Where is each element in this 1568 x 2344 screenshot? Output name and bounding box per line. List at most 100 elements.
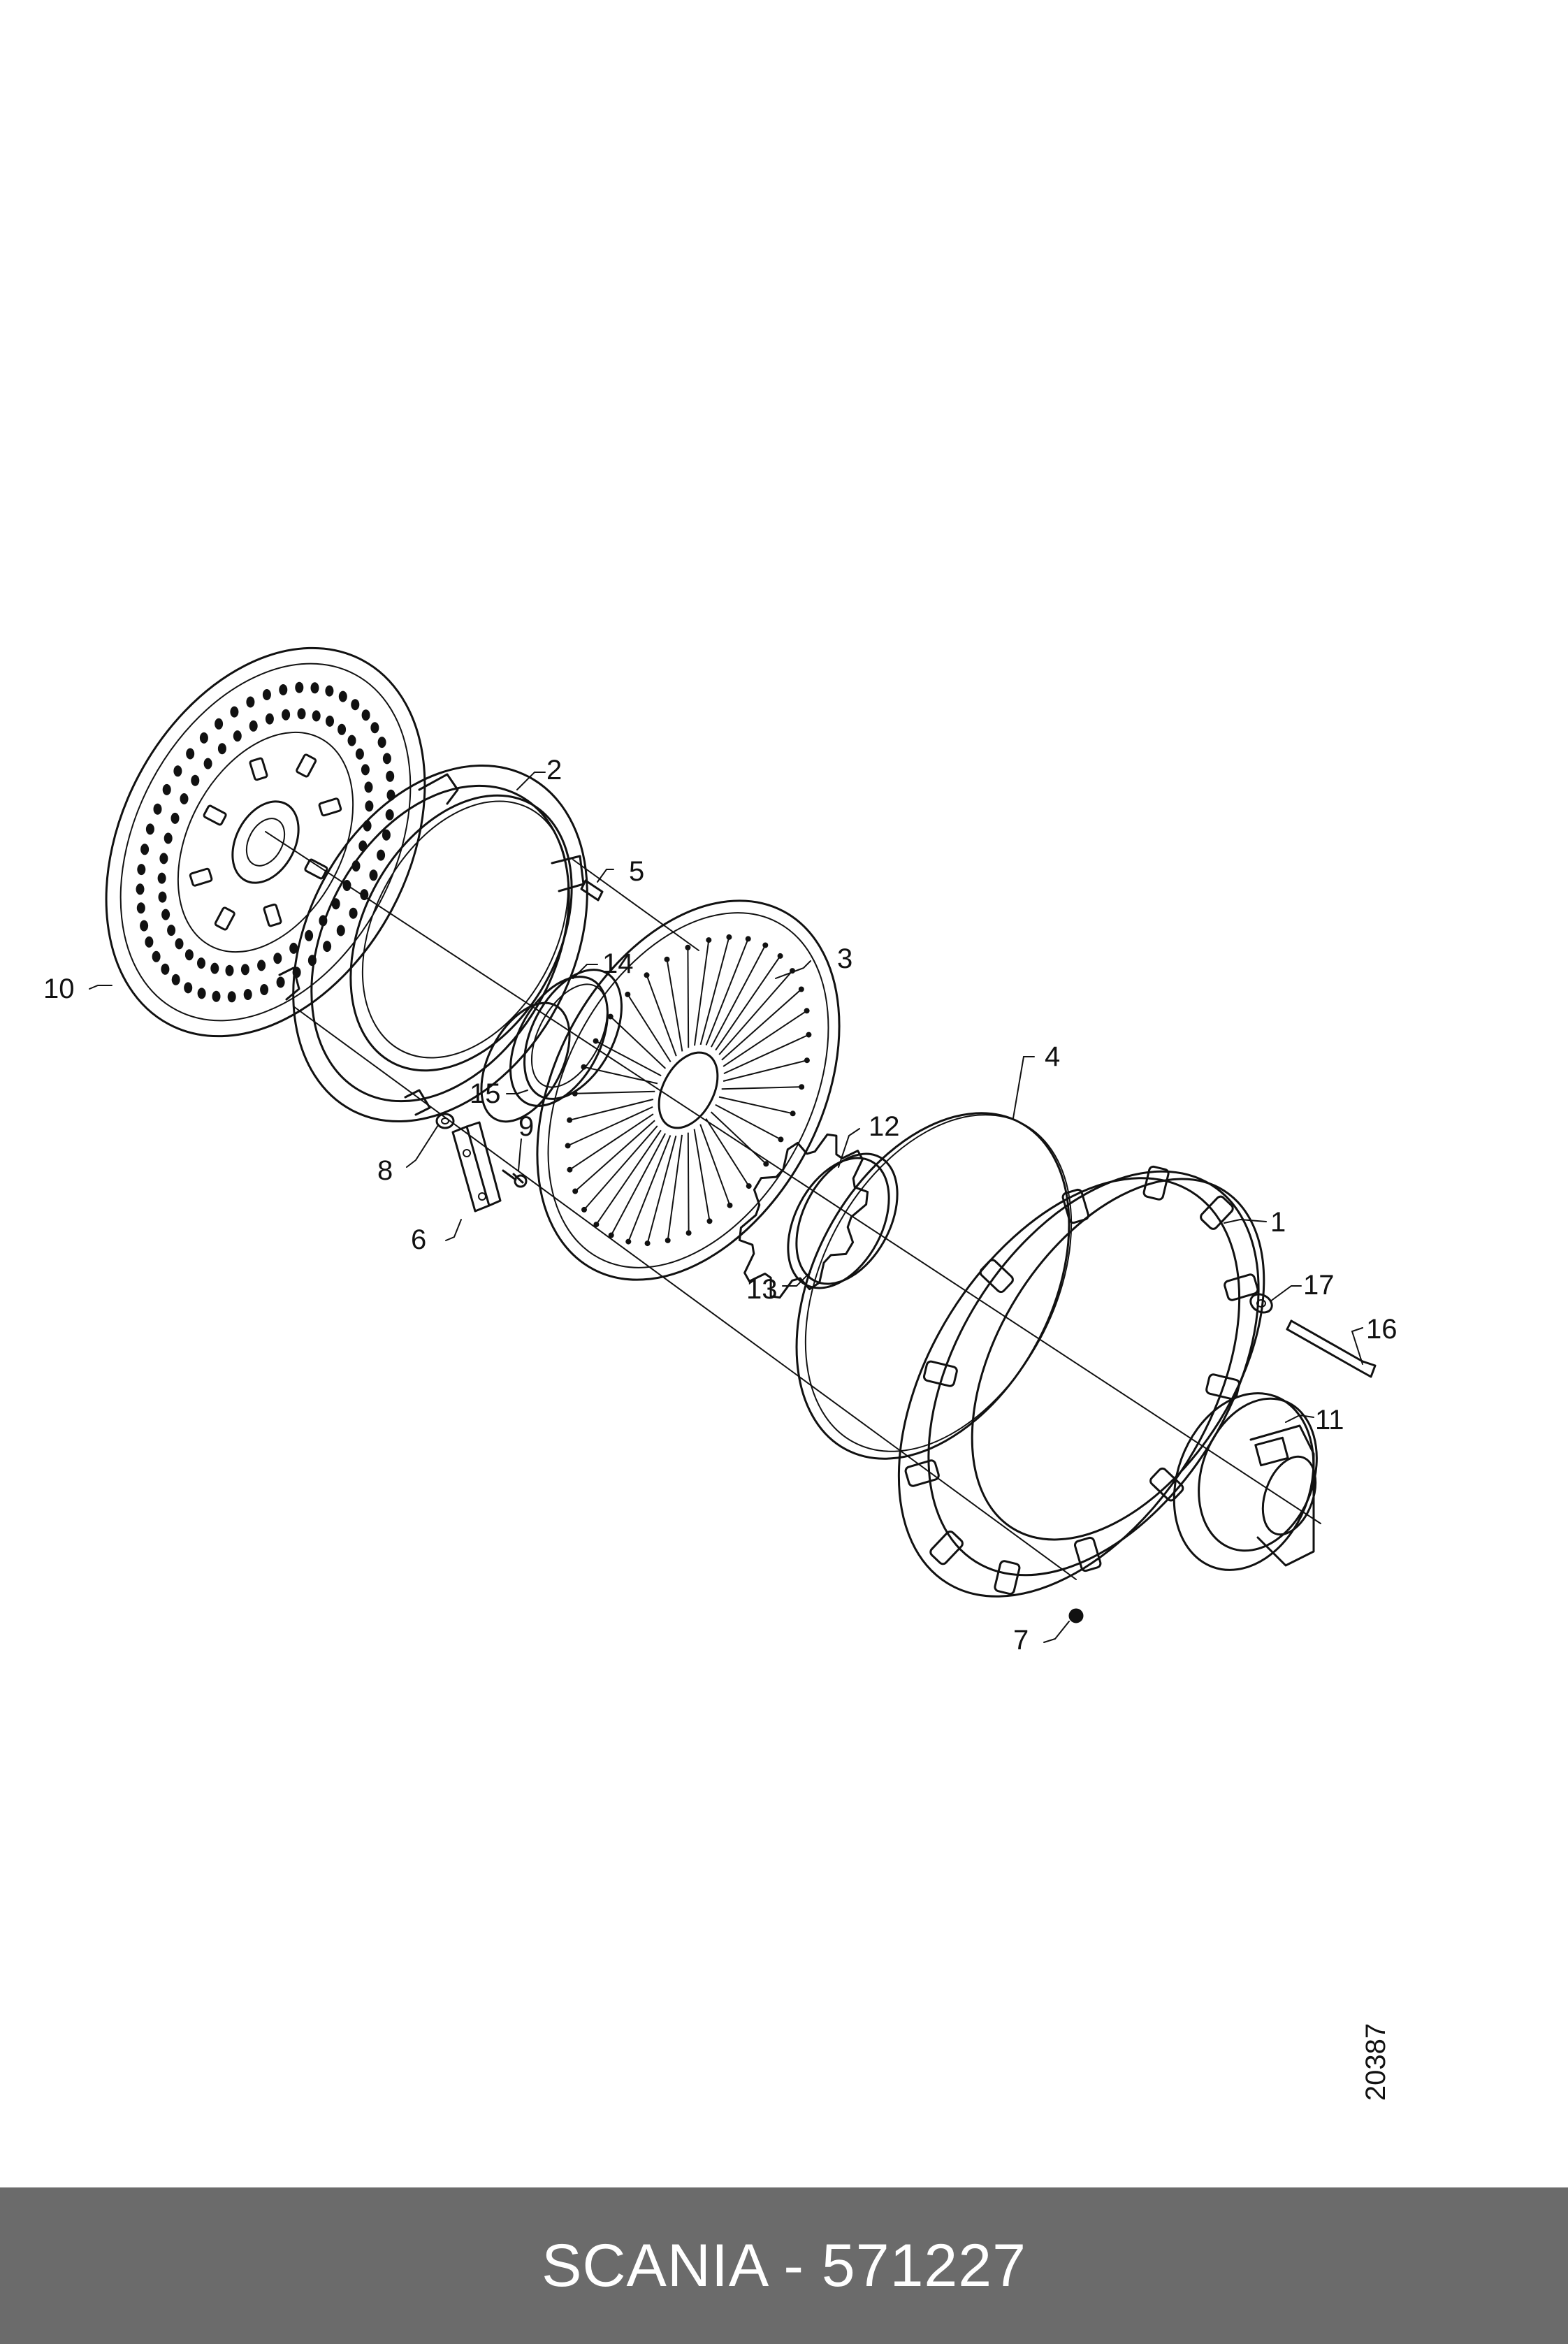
spring-finger-hole <box>685 1230 692 1236</box>
callout-label-14: 14 <box>602 948 634 979</box>
rivet-dot <box>180 793 189 804</box>
callout-label-10: 10 <box>43 974 75 1004</box>
rivet-dot <box>382 829 391 841</box>
rivet-dot <box>386 770 395 782</box>
small-ring <box>787 1152 899 1289</box>
cover-window <box>979 1259 1014 1294</box>
rivet-dot <box>246 696 255 708</box>
spring-finger-hole <box>644 972 650 978</box>
spring-finger <box>574 1090 655 1094</box>
rivet-dot <box>265 713 274 725</box>
spring-finger-hole <box>644 1240 651 1247</box>
cover-window <box>1142 1165 1170 1201</box>
callout-label-6: 6 <box>411 1224 426 1255</box>
rivet-dot <box>227 991 236 1003</box>
callout-label-3: 3 <box>837 943 852 974</box>
spring-finger-hole <box>804 1057 810 1064</box>
spring-finger-hole <box>799 1084 805 1090</box>
rivet-dot <box>347 735 356 746</box>
rivet-dot <box>297 708 306 720</box>
spring-finger-hole <box>608 1232 614 1238</box>
spring-finger-hole <box>625 991 631 997</box>
rivet-dot <box>385 809 394 820</box>
spring-finger <box>569 1099 654 1121</box>
damper-spring <box>189 867 213 887</box>
spring-finger <box>567 1106 653 1147</box>
rivet-dot <box>197 987 206 999</box>
rivet-dot <box>276 976 285 988</box>
rivet-dot <box>364 781 373 793</box>
assembly-axis-lines <box>265 831 1321 1580</box>
rivet-dot <box>336 925 345 936</box>
rivet-dot <box>279 684 288 695</box>
spring-finger <box>705 1118 750 1187</box>
damper-spring <box>296 753 317 778</box>
damper-spring <box>304 858 328 880</box>
spring-finger-hole <box>685 944 691 950</box>
friction-rivets <box>136 681 395 1003</box>
spring-finger <box>687 1132 690 1234</box>
rivet-dot <box>152 950 161 962</box>
rivet-dot <box>365 800 374 812</box>
spring-finger-hole <box>625 1238 632 1245</box>
cover-window <box>1224 1273 1259 1301</box>
rivet-dot <box>153 803 162 815</box>
spring-finger <box>595 1040 662 1077</box>
cover-window <box>929 1531 964 1565</box>
spring-finger <box>667 1134 683 1241</box>
clutch-disc <box>105 646 426 1038</box>
rivet-dot <box>145 823 154 835</box>
damper-spring <box>214 906 235 931</box>
rivet-dot <box>326 715 334 727</box>
rivet-dot <box>273 953 282 964</box>
spring-finger <box>610 1015 667 1069</box>
rivet-dot <box>230 706 239 718</box>
strap-and-fixings <box>435 1113 528 1213</box>
rivet-dot <box>243 989 252 1000</box>
damper-spring <box>203 804 227 826</box>
release-bearing <box>1173 1392 1318 1571</box>
dowel-pin <box>580 879 604 902</box>
spring-finger-hole <box>565 1143 571 1149</box>
rivet-dot <box>215 718 224 730</box>
rivet-dot <box>361 709 370 721</box>
callout-label-7: 7 <box>1013 1625 1029 1656</box>
spring-finger <box>583 1066 658 1085</box>
rivet-dot <box>145 936 154 948</box>
spring-finger <box>718 1096 793 1115</box>
spring-finger <box>693 1129 711 1222</box>
spring-finger <box>718 970 793 1055</box>
spring-finger-hole <box>777 953 783 959</box>
spring-fingers <box>565 934 812 1247</box>
cover-window <box>994 1560 1021 1596</box>
rivet-dot <box>323 941 332 953</box>
damper-springs <box>189 753 342 931</box>
spring-finger <box>723 1059 808 1082</box>
spring-finger-hole <box>804 1008 810 1014</box>
callout-labels: 1 2 3 4 5 6 7 8 9 10 11 12 13 14 15 16 1… <box>43 755 1398 1656</box>
spring-finger <box>627 994 672 1062</box>
spring-finger <box>574 1120 655 1192</box>
spring-finger-hole <box>706 1218 713 1224</box>
callout-label-1: 1 <box>1270 1207 1286 1238</box>
spring-finger-hole <box>581 1206 587 1213</box>
rivet-dot <box>161 909 170 920</box>
footer-bar: SCANIA - 571227 <box>0 2187 1568 2344</box>
callout-label-12: 12 <box>869 1111 900 1142</box>
callout-label-16: 16 <box>1366 1314 1398 1345</box>
rivet-dot <box>184 949 194 961</box>
rivet-dot <box>203 758 212 769</box>
rivet-dot <box>351 699 360 711</box>
rivet-dot <box>262 689 271 700</box>
spring-finger-hole <box>778 1136 784 1143</box>
rivet-dot <box>197 957 205 969</box>
rivet-dot <box>369 869 378 881</box>
cover-window <box>1149 1467 1184 1502</box>
callout-label-15: 15 <box>470 1078 501 1109</box>
clutch-exploded-diagram: 1 2 3 4 5 6 7 8 9 10 11 12 13 14 15 16 1… <box>43 646 1398 1656</box>
rivet-dot <box>289 942 298 954</box>
rivet-dot <box>257 960 266 971</box>
callout-leaders <box>89 772 1363 1643</box>
cover-window <box>904 1459 940 1487</box>
spring-finger-hole <box>727 1202 733 1208</box>
